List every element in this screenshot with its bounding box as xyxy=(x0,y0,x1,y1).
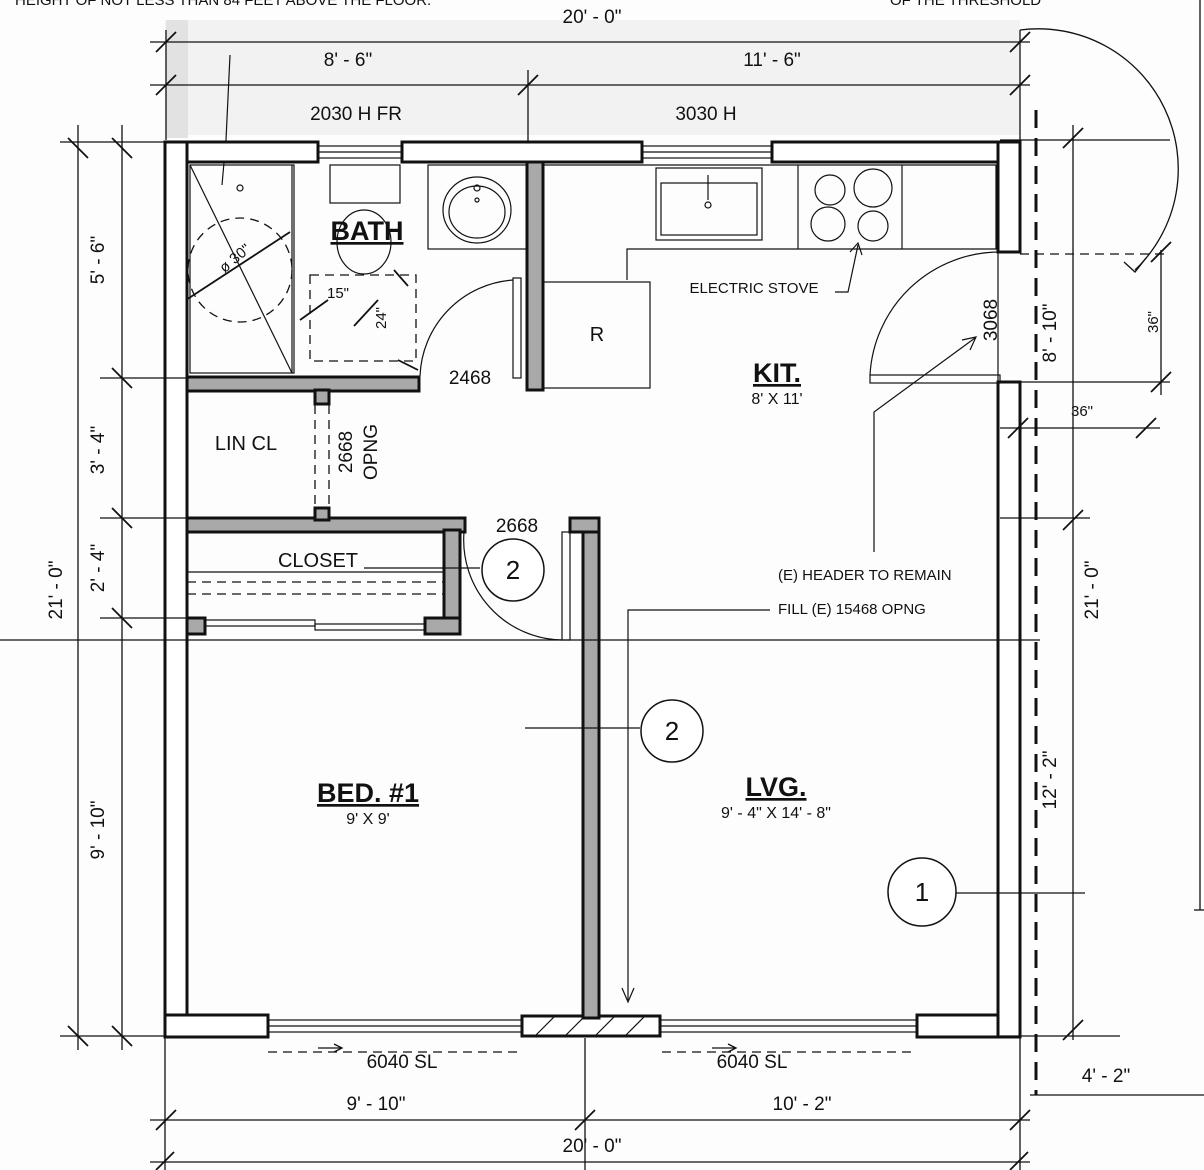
callout-3-number: 1 xyxy=(915,877,929,907)
room-label-bedroom: BED. #1 xyxy=(317,778,419,808)
fridge-label: R xyxy=(590,324,604,346)
slider-label-2: 6040 SL xyxy=(717,1052,788,1073)
interior-walls xyxy=(185,160,601,1020)
callout-2-number: 2 xyxy=(665,716,679,746)
left-dimensions xyxy=(0,125,1040,1050)
bath-fixtures xyxy=(185,164,528,379)
dim-right-lower: 12' - 2" xyxy=(1040,751,1061,810)
dim-left-3: 2' - 4" xyxy=(88,544,109,592)
swing-arrow xyxy=(1123,257,1147,273)
dim-bottom-overall: 20' - 0" xyxy=(563,1136,622,1157)
note-fill: FILL (E) 15468 OPNG xyxy=(778,601,926,618)
slider-label-1: 6040 SL xyxy=(367,1052,438,1073)
exterior-door-swing xyxy=(1019,28,1179,271)
header-cut-text-right: OF THE THRESHOLD xyxy=(890,0,1041,9)
note-header: (E) HEADER TO REMAIN xyxy=(778,567,952,584)
room-label-kitchen: KIT. xyxy=(753,358,801,388)
exterior-strip xyxy=(165,20,1020,135)
dim-right-upper: 8' - 10" xyxy=(1040,304,1061,363)
dim-top-left: 8' - 6" xyxy=(324,50,372,71)
top-dimensions xyxy=(150,30,1031,186)
top-windows xyxy=(317,145,773,159)
dim-left-overall: 21' - 0" xyxy=(46,561,67,620)
clearance-24-label: 24" xyxy=(373,307,390,329)
callout-circle-2 xyxy=(640,699,704,763)
window-label-1: 2030 H FR xyxy=(310,104,402,125)
dim-top-right: 11' - 6" xyxy=(743,50,801,71)
room-label-linen: LIN CL xyxy=(215,433,277,455)
dim-bottom-left: 9' - 10" xyxy=(347,1094,406,1115)
header-cut-text-left: HEIGHT OF NOT LESS THAN 84 FEET ABOVE TH… xyxy=(15,0,431,9)
room-size-bedroom: 9' X 9' xyxy=(346,811,389,828)
door-label-closet: 2668 xyxy=(496,516,538,537)
leaders xyxy=(364,336,1085,1004)
door-label-bath: 2468 xyxy=(449,368,491,389)
room-label-bath: BATH xyxy=(331,216,404,246)
door-label-entry: 3068 xyxy=(981,299,1002,341)
room-size-living: 9' - 4" X 14' - 8" xyxy=(721,805,831,822)
dim-bottom-right: 10' - 2" xyxy=(773,1094,832,1115)
dim-left-4: 9' - 10" xyxy=(88,801,109,860)
bottom-sliding-doors xyxy=(267,1014,918,1053)
dim-top-overall: 20' - 0" xyxy=(563,7,622,28)
clearance-15-label: 15" xyxy=(327,285,349,302)
dim-left-1: 5' - 6" xyxy=(88,236,109,284)
right-dimensions xyxy=(1000,0,1204,1096)
room-size-kitchen: 8' X 11' xyxy=(751,391,802,408)
dim-right-offset: 4' - 2" xyxy=(1082,1066,1130,1087)
callout-circle-1 xyxy=(481,538,545,602)
callout-1-number: 2 xyxy=(506,555,520,585)
callout-circle-3 xyxy=(887,857,957,927)
kitchen-fixtures xyxy=(542,164,1001,389)
dim-right-overall: 21' - 0" xyxy=(1082,561,1103,620)
bottom-dimensions xyxy=(150,1038,1031,1170)
closet-door xyxy=(463,531,571,641)
dim-left-2: 3' - 4" xyxy=(88,426,109,474)
stove-label: ELECTRIC STOVE xyxy=(690,280,819,297)
dim-right-36-horizontal: 36" xyxy=(1071,403,1093,420)
exterior-walls xyxy=(163,140,1022,1039)
door-label-linen-2: OPNG xyxy=(361,424,382,480)
dim-right-36-vertical: 36" xyxy=(1145,311,1162,333)
room-label-closet: CLOSET xyxy=(278,550,358,572)
brick-column xyxy=(166,20,188,138)
window-label-2: 3030 H xyxy=(675,104,736,125)
door-label-linen-1: 2668 xyxy=(336,431,357,473)
closet-details xyxy=(187,571,444,631)
room-label-living: LVG. xyxy=(745,772,806,802)
